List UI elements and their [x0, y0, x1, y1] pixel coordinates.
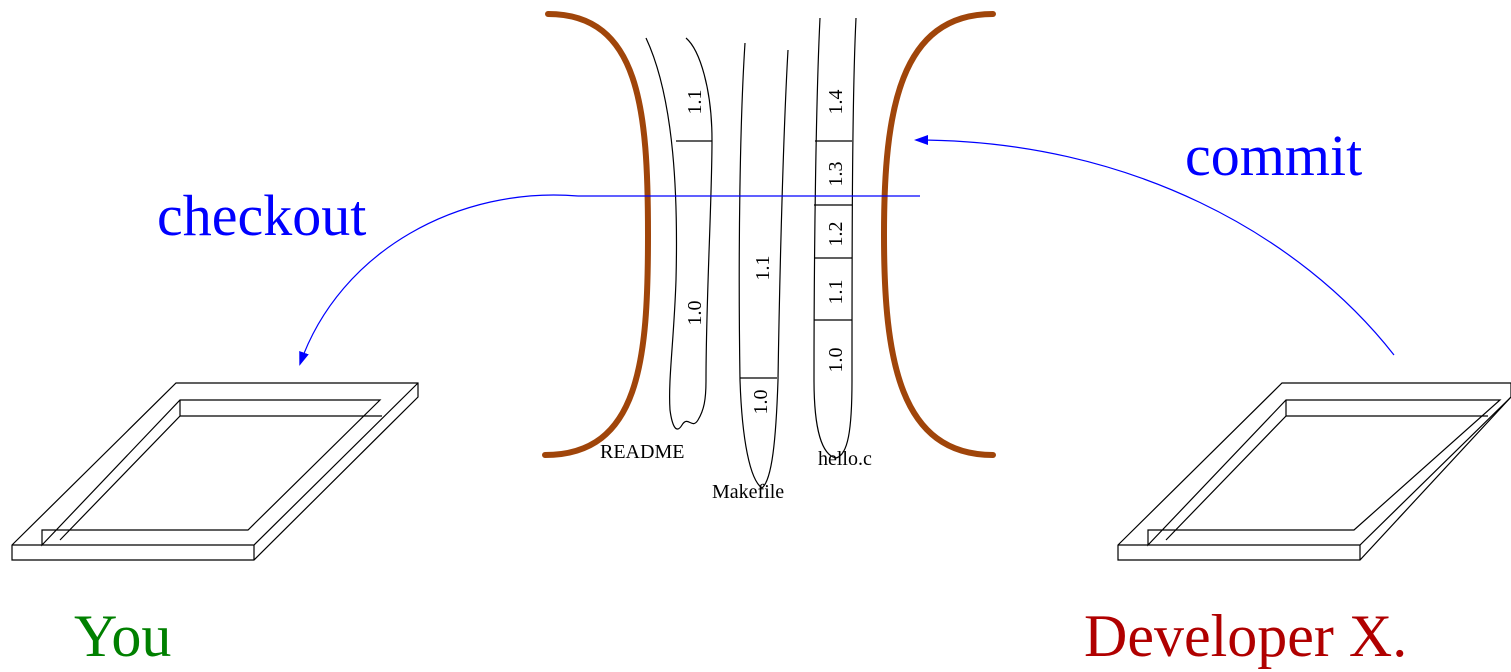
commit-label: commit	[1185, 123, 1362, 188]
hello-file-strip	[813, 17, 857, 459]
you-label: You	[74, 603, 171, 669]
hello-version-label: 1.2	[825, 222, 847, 247]
workspace-tray-icon	[1117, 382, 1511, 561]
readme-file-strip	[645, 37, 713, 430]
hello-version-label: 1.3	[825, 162, 847, 187]
makefile-file-strip	[738, 42, 789, 489]
hello-version-label: 1.0	[825, 348, 847, 373]
commit-arrow	[914, 135, 1395, 356]
readme-version-label: 1.0	[684, 301, 706, 326]
hello-version-label: 1.1	[825, 280, 847, 305]
readme-version-label: 1.1	[684, 90, 706, 115]
checkout-arrow	[299, 194, 920, 366]
repository-left-bracket	[542, 11, 652, 458]
developer-label: Developer X.	[1084, 603, 1407, 669]
repository-right-bracket	[880, 11, 996, 458]
makefile-file-label: Makefile	[712, 481, 784, 503]
checkout-label: checkout	[157, 183, 366, 248]
makefile-version-label: 1.0	[750, 390, 772, 415]
hello-file-label: hello.c	[818, 448, 872, 470]
workspace-tray-icon	[11, 382, 419, 561]
hello-version-label: 1.4	[825, 90, 847, 115]
makefile-version-label: 1.1	[752, 256, 774, 281]
readme-file-label: README	[600, 441, 684, 463]
